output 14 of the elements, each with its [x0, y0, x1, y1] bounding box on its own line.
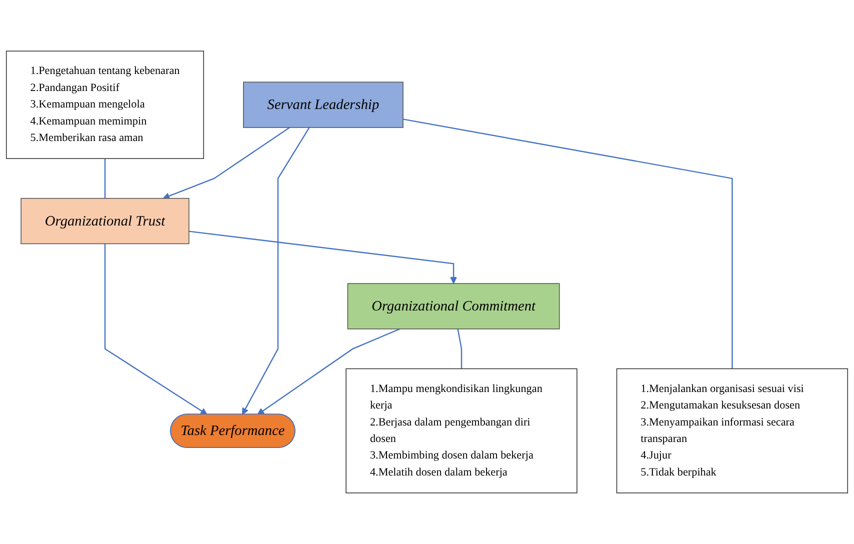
node-box: Organizational Trust: [20, 198, 190, 244]
node-box: 1.Mampu mengkondisikan lingkungan kerja 2.Berjasa dalam pengembangan diri dosen 3.Membimbing dosen dalam bekerja 4.Melatih dosen dalam bekerja: [346, 368, 578, 494]
arrow: [162, 127, 290, 200]
node-box: 1.Menjalankan organisasi sesuai visi 2.Mengutamakan kesuksesan dosen 3.Menyampaikan informasi secara transparan 4.Jujur 5.Tidak berpihak: [616, 368, 848, 494]
node-box: Servant Leadership: [243, 82, 404, 128]
connector: [457, 328, 462, 369]
node-box: 1.Pengetahuan tentang kebenaran 2.Pandangan Positif 3.Kemampuan mengelola 4.Kemampuan memimpin 5.Memberikan rasa aman: [6, 50, 204, 159]
arrow: [104, 244, 208, 415]
connector: [104, 158, 106, 198]
connector: [402, 118, 733, 369]
arrow: [188, 230, 458, 284]
node-box: Organizational Commitment: [347, 283, 560, 330]
arrow: [242, 127, 310, 415]
arrow: [257, 328, 400, 415]
